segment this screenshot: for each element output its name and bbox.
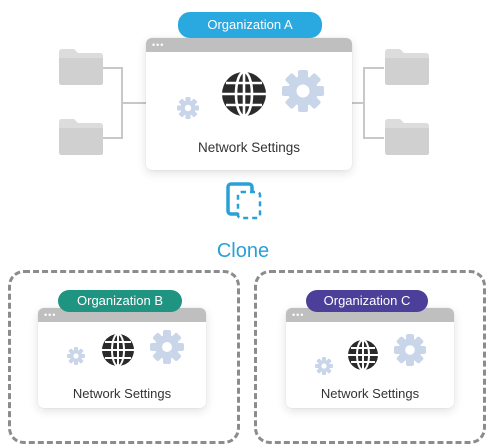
globe-icon: [348, 339, 378, 371]
organization-b-network-settings-window: ••• Network Settings: [38, 308, 206, 408]
globe-icon: [222, 70, 266, 118]
organization-b-badge: Organization B: [58, 290, 182, 312]
window-label: Network Settings: [197, 140, 301, 155]
folder-icon: [59, 49, 103, 85]
source-network-settings-window: ••• Network Settings: [146, 38, 352, 170]
window-label: Network Settings: [320, 386, 420, 401]
folder-connectors: [102, 67, 384, 139]
gear-icon: [177, 97, 199, 119]
globe-icon: [102, 333, 134, 367]
gear-icon: [150, 330, 184, 364]
gear-icon: [394, 334, 426, 366]
window-dots: •••: [292, 310, 305, 320]
organization-a-badge: Organization A: [178, 12, 322, 38]
gear-icon: [315, 357, 333, 375]
window-dots: •••: [44, 310, 57, 320]
window-titlebar: [146, 38, 352, 52]
folder-icon: [385, 119, 429, 155]
clone-icon: [226, 182, 262, 220]
window-label: Network Settings: [72, 386, 172, 401]
folder-icon: [59, 119, 103, 155]
organization-c-badge: Organization C: [306, 290, 428, 312]
clone-label: Clone: [216, 240, 270, 262]
folder-icon: [385, 49, 429, 85]
window-dots: •••: [152, 40, 165, 50]
gear-icon: [67, 347, 85, 365]
organization-c-network-settings-window: ••• Network Settings: [286, 308, 454, 408]
gear-icon: [282, 70, 324, 112]
